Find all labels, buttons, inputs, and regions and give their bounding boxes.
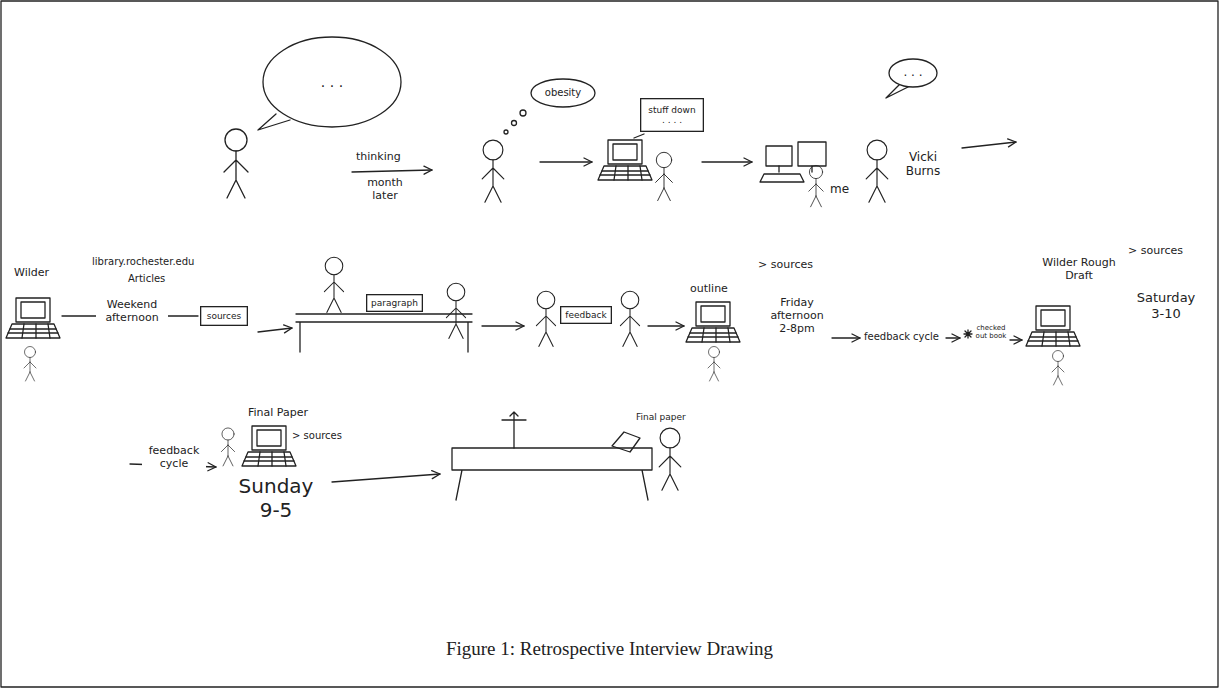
handwritten-note: feedback cycle [142,444,206,470]
speech-bubble-outline [889,59,937,87]
stick-figure [809,165,823,206]
handwritten-note: checked out book [974,324,1008,341]
node-content: feedback [565,310,606,320]
handwritten-note: month later [360,176,410,202]
handwritten-note: Wilder [14,266,49,279]
bubble-tail [258,114,290,130]
handwritten-note: Friday afternoon 2-8pm [764,296,830,336]
speech-bubble: . . . [888,58,938,88]
handwritten-note: Articles [128,273,165,285]
stick-figure [866,140,888,202]
handwritten-note: library.rochester.edu [92,256,194,268]
node-text: obesity [545,87,581,99]
node-content: . . . [903,66,922,80]
handwritten-note: Vicki Burns [898,150,948,179]
node-text: . . . . [648,115,695,125]
lamp [502,412,526,448]
feedback-paper: feedback [560,306,612,324]
stick-figure [1052,351,1064,386]
node-text: . . . [321,74,343,90]
node-text: . . . [903,66,922,80]
laptop-icon [1026,306,1080,346]
flow-arrow [962,142,1016,148]
stick-figure [620,291,639,346]
handwritten-note: Weekend afternoon [96,298,168,324]
stick-figure [656,152,673,200]
laptop-icon [6,298,60,338]
flow-arrow [702,161,752,162]
flow-arrow [540,161,592,162]
node-content: paragraph [371,298,418,308]
leader-line [634,134,644,138]
screen-callout: stuff down. . . . [640,98,704,132]
paper-sheet [612,432,640,452]
flow-arrow [1010,339,1022,340]
thought-dot [504,130,508,134]
flow-arrow [482,325,524,326]
node-text: stuff down [648,105,695,115]
stick-figure [482,140,504,202]
stick-figure [708,347,720,382]
star-mark [964,330,972,338]
node-text: feedback [565,310,606,320]
thought-bubble-outline [531,79,595,107]
table [452,448,652,500]
thought-dot [512,121,517,126]
monitor-icon [766,146,792,166]
stick-figure [221,428,234,466]
table [296,314,472,352]
sources-box-outline [201,307,248,326]
stick-figure [446,283,465,338]
speech-bubble: . . . [262,36,402,128]
stick-figure [536,291,555,346]
flow-arrow [352,170,432,172]
monitor-icon [798,142,826,166]
laptop-icon [242,426,296,466]
speech-bubble-outline [263,37,401,127]
node-content: . . . [321,74,343,90]
sources-box: sources [200,306,248,326]
paragraph-paper-outline [367,295,423,312]
paragraph-paper: paragraph [366,294,423,312]
handwritten-note: Saturday 3-10 [1130,290,1202,321]
handwritten-note: Final Paper [248,406,308,419]
flow-arrow [832,337,860,338]
flow-arrow [648,325,684,326]
feedback-paper-outline [561,307,612,324]
handwritten-note: > sources [292,430,342,442]
screen-callout-outline [641,99,704,132]
node-content: stuff down. . . . [648,105,695,126]
node-text: sources [207,311,242,321]
laptop-icon [686,302,740,342]
stick-figure [24,347,36,382]
handwritten-note: feedback cycle [864,331,939,343]
stick-figure [659,428,681,490]
stick-figure [224,129,248,198]
thought-dot [520,110,526,116]
handwritten-note: me [830,182,849,196]
figure-caption: Figure 1: Retrospective Interview Drawin… [0,638,1219,660]
node-content: sources [207,311,242,321]
handwritten-note: outline [690,282,728,295]
handwritten-note: > sources [1128,244,1183,257]
node-content: obesity [545,87,581,99]
desk-keyboard [760,166,812,182]
node-text: paragraph [371,298,418,308]
thought-bubble: obesity [530,78,596,108]
flow-arrow [332,474,440,482]
handwritten-note: Final paper [636,412,686,423]
handwritten-note: Sunday 9-5 [232,474,320,522]
handwritten-note: > sources [758,258,813,271]
stick-figure [324,257,343,312]
handwritten-note: thinking [356,150,401,163]
flow-arrow [946,337,960,338]
flow-arrow [258,328,292,332]
laptop-icon [598,140,652,180]
handwritten-note: Wilder Rough Draft [1040,256,1118,282]
